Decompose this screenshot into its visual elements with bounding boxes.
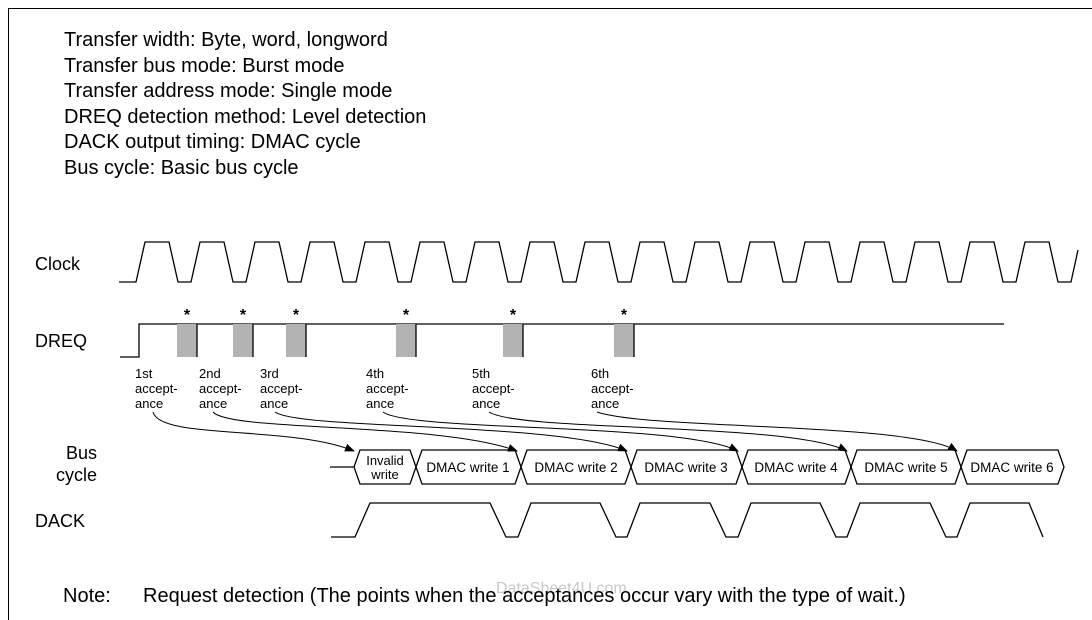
note-label: Note: — [63, 585, 111, 607]
detection-point-2 — [233, 324, 253, 357]
bus-cycle-waveform — [330, 449, 1065, 485]
condition-transfer-address-mode: Transfer address mode: Single mode — [64, 80, 393, 102]
note: Note: Request detection (The points when … — [63, 585, 906, 608]
acceptance-3-line1: 3rd — [260, 366, 279, 381]
detection-marker-2: * — [240, 307, 247, 324]
acceptance-4: 4th accept- ance — [366, 366, 409, 411]
bus-cycle-label-3: DMAC write 3 — [644, 460, 727, 475]
detection-point-3 — [286, 324, 306, 357]
transfer-conditions: Transfer width: Byte, word, longword Tra… — [64, 28, 426, 181]
detection-marker-3: * — [293, 307, 300, 324]
arrow-acceptance-3 — [274, 411, 628, 452]
bus-cycle-invalid-line1: Invalid — [366, 453, 404, 468]
detection-point-4 — [396, 324, 416, 357]
arrow-acceptance-5 — [488, 411, 848, 452]
condition-dack-timing: DACK output timing: DMAC cycle — [64, 131, 361, 153]
acceptance-6: 6th accept- ance — [591, 366, 634, 411]
acceptance-4-line3: ance — [366, 396, 394, 411]
dreq-label: DREQ — [35, 331, 87, 351]
arrow-acceptance-4 — [382, 411, 739, 452]
bus-cycle-label-line2: cycle — [56, 465, 97, 485]
bus-cycle-dmac-write-6 — [960, 449, 1065, 485]
acceptance-3-line3: ance — [260, 396, 288, 411]
detection-point-1 — [177, 324, 197, 357]
acceptance-5-line1: 5th — [472, 366, 490, 381]
detection-point-6 — [614, 324, 634, 357]
acceptance-1-line3: ance — [135, 396, 163, 411]
bus-cycle-label-4: DMAC write 4 — [754, 460, 838, 475]
acceptance-6-line1: 6th — [591, 366, 609, 381]
dreq-detection-points — [177, 324, 635, 357]
acceptance-5-line3: ance — [472, 396, 500, 411]
acceptance-6-line2: accept- — [591, 381, 634, 396]
acceptance-3-line2: accept- — [260, 381, 303, 396]
acceptance-1-line1: 1st — [135, 366, 153, 381]
watermark: DataSheet4U.com — [496, 580, 627, 597]
bus-cycle-label-2: DMAC write 2 — [534, 460, 617, 475]
frame-left-border — [8, 8, 9, 620]
bus-cycle-invalid-line2: write — [370, 467, 398, 482]
detection-marker-4: * — [403, 307, 410, 324]
clock-waveform — [119, 241, 1079, 283]
acceptance-4-line2: accept- — [366, 381, 409, 396]
arrow-acceptance-6 — [596, 411, 958, 452]
dreq-waveform — [120, 323, 1004, 358]
acceptance-arrows — [152, 411, 958, 452]
detection-marker-1: * — [184, 307, 191, 324]
arrow-acceptance-2 — [212, 411, 518, 452]
bus-cycle-label-6: DMAC write 6 — [970, 460, 1053, 475]
condition-transfer-width: Transfer width: Byte, word, longword — [64, 29, 388, 51]
acceptance-1-line2: accept- — [135, 381, 178, 396]
acceptance-1: 1st accept- ance — [135, 366, 178, 411]
acceptance-2-line3: ance — [199, 396, 227, 411]
acceptance-4-line1: 4th — [366, 366, 384, 381]
bus-cycle-label-5: DMAC write 5 — [864, 460, 947, 475]
acceptance-5-line2: accept- — [472, 381, 515, 396]
detection-marker-5: * — [510, 307, 517, 324]
acceptance-2-line1: 2nd — [199, 366, 221, 381]
note-text: Request detection (The points when the a… — [143, 585, 906, 607]
acceptance-5: 5th accept- ance — [472, 366, 515, 411]
detection-point-5 — [503, 324, 523, 357]
condition-bus-cycle: Bus cycle: Basic bus cycle — [64, 156, 299, 179]
acceptance-2-line2: accept- — [199, 381, 242, 396]
clock-label: Clock — [35, 254, 81, 274]
condition-dreq-detection: DREQ detection method: Level detection — [64, 105, 427, 128]
arrow-acceptance-1 — [152, 411, 355, 452]
acceptance-3: 3rd accept- ance — [260, 366, 303, 411]
bus-cycle-label-line1: Bus — [66, 443, 97, 463]
acceptance-6-line3: ance — [591, 396, 619, 411]
bus-cycle-label-1: DMAC write 1 — [426, 460, 509, 475]
acceptance-2: 2nd accept- ance — [199, 366, 242, 411]
dack-waveform — [331, 502, 1044, 538]
detection-marker-6: * — [621, 307, 628, 324]
condition-transfer-bus-mode: Transfer bus mode: Burst mode — [64, 54, 345, 77]
frame-top-border — [8, 8, 1092, 9]
dack-label: DACK — [35, 511, 85, 531]
